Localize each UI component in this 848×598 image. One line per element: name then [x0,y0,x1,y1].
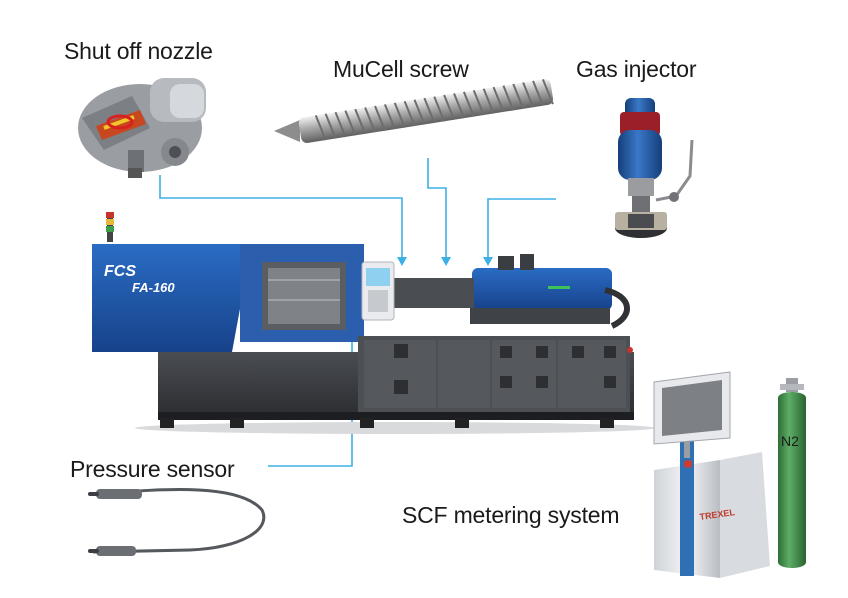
screw-flight [364,107,377,133]
screw-flight [383,104,396,130]
screw-flight [393,102,406,128]
screw-connector-line [427,158,447,258]
screw-flight [354,108,367,135]
pressure-sensor-image [88,488,266,556]
mucell-screw-label: MuCell screw [333,56,469,82]
screw-flight [532,80,544,107]
machine-model-text: FA-160 [132,280,175,295]
screw-flight [403,100,416,127]
shut-off-nozzle-label: Shut off nozzle [64,38,213,64]
screw-flight [413,99,426,125]
machine-brand-text: FCS [104,263,136,280]
screw-flight [443,94,456,121]
screw-flight [462,91,475,117]
gas-injector-image [615,98,694,238]
screw-flight [512,83,525,110]
shut-off-nozzle-image [78,78,206,178]
scf-metering-system-image: TREXEL [653,371,770,578]
screw-flight [374,105,386,132]
pressure-sensor-label: Pressure sensor [70,456,235,482]
n2-cylinder-image: N2 [778,378,806,568]
gas-injector-label: Gas injector [576,56,697,82]
screw-flight [344,110,357,136]
screw-flight [541,78,554,105]
screw-flight [482,88,495,114]
screw-flight [472,89,485,116]
screw-flight [433,96,446,122]
n2-label-text: N2 [781,433,799,449]
scf-metering-system-label: SCF metering system [402,502,620,528]
nozzle-connector-line [159,175,403,258]
screw-flight [502,85,515,111]
screw-flight [423,97,436,124]
screw-flight [522,82,535,108]
screw-flight [492,86,505,113]
screw-flight [324,113,337,139]
trexel-brand-text: TREXEL [699,507,736,522]
injection-molding-machine: FCS FA-160 [92,212,655,434]
screw-flight [314,114,327,141]
injector-connector-line [487,198,556,258]
mucell-screw-image [274,78,554,143]
screw-flight [453,93,465,119]
screw-flight [334,111,347,138]
